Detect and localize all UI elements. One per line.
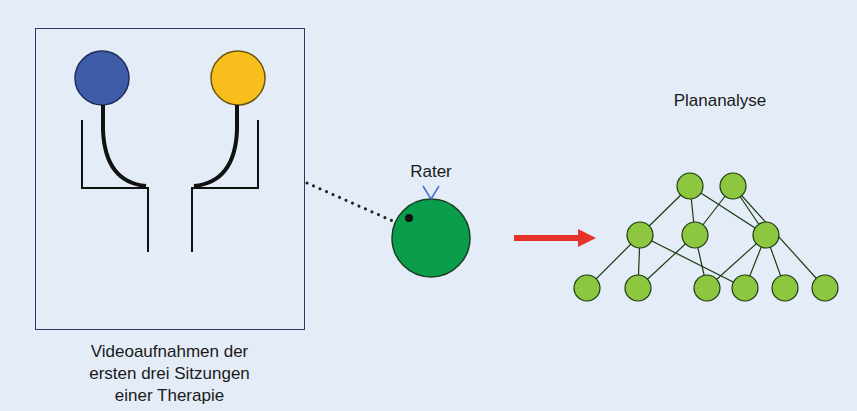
plan-node [625, 275, 651, 301]
dotted-connector [307, 183, 393, 221]
tree-link [733, 186, 825, 288]
rater-eye [405, 214, 413, 222]
rater-circle: Rater [391, 198, 471, 278]
process-arrow [514, 229, 596, 247]
plan-node [677, 173, 703, 199]
rater-shape [391, 198, 471, 278]
plan-node [682, 222, 708, 248]
plan-node [732, 275, 758, 301]
plan-node [574, 275, 600, 301]
patient-figure [192, 51, 265, 252]
tree-label: Plananalyse [660, 89, 780, 112]
video-caption: Videoaufnahmen der ersten drei Sitzungen… [77, 341, 262, 407]
plan-node [753, 222, 779, 248]
video-frame: Videoaufnahmen der ersten drei Sitzungen… [35, 28, 305, 330]
plan-node [772, 275, 798, 301]
plan-node [627, 222, 653, 248]
rater-label: Rater [371, 160, 491, 183]
therapist-figure [75, 51, 148, 252]
plan-node [720, 173, 746, 199]
plan-tree [574, 173, 838, 301]
rater-head [392, 199, 470, 277]
plan-node [694, 275, 720, 301]
rater-antenna [423, 186, 439, 199]
plan-node [812, 275, 838, 301]
